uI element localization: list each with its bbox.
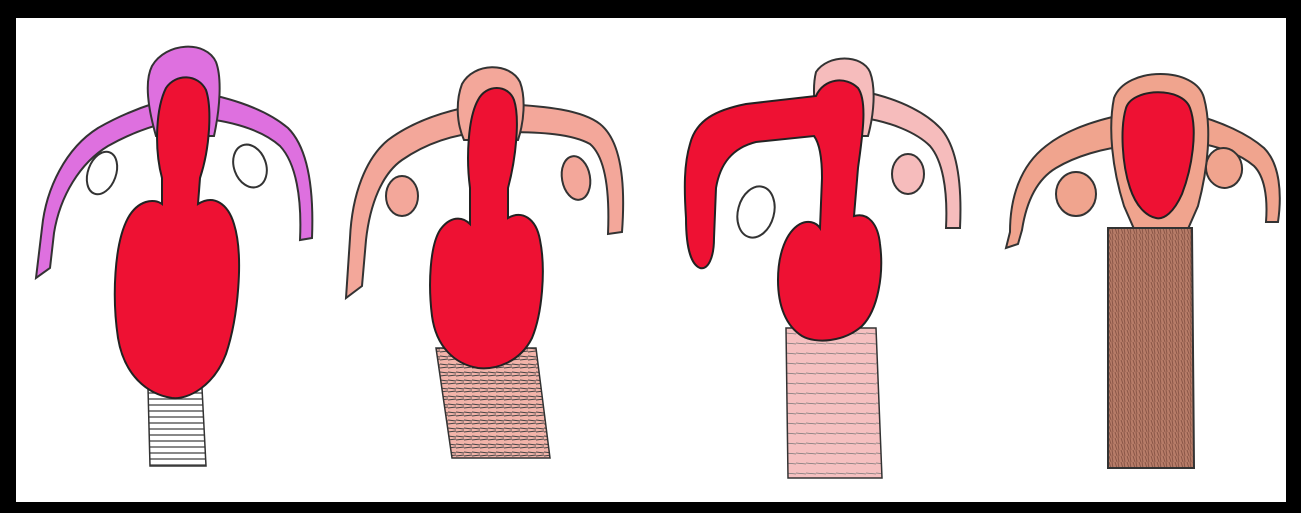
- panel-1-right-ovary: [227, 140, 272, 192]
- panel-3-blood: [685, 80, 881, 340]
- panel-2-right-ovary: [558, 154, 593, 202]
- uterus-illustration-svg: [16, 18, 1286, 502]
- panel-3-left-ovary: [732, 182, 780, 242]
- panel-2-diagram: [346, 67, 623, 458]
- panel-1-diagram: [36, 47, 312, 466]
- panel-4-left-ovary: [1056, 172, 1096, 216]
- panel-4-diagram: [1006, 74, 1280, 468]
- figure-canvas: [16, 18, 1286, 502]
- panel-3-cervix: [786, 328, 882, 478]
- panel-3-diagram: [685, 59, 961, 479]
- panel-3-right-ovary: [892, 154, 924, 194]
- panel-2-left-ovary: [386, 176, 418, 216]
- panel-1-cervix: [148, 388, 206, 466]
- cropped-header-text: [420, 0, 880, 18]
- panel-4-vaginal-canal: [1108, 228, 1194, 468]
